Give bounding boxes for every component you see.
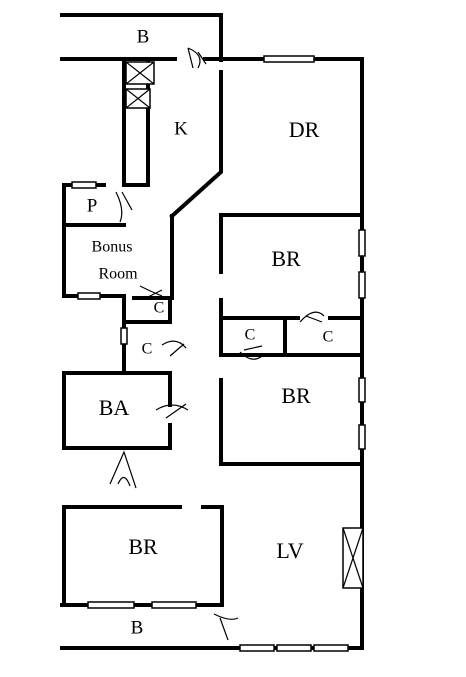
window-bedroom1-b (358, 271, 366, 299)
door-swing-icon (213, 613, 239, 641)
label-bedroom-1: BR (271, 246, 301, 271)
window-living-b (276, 644, 312, 652)
label-balcony-top: B (137, 26, 150, 47)
window-bonus (77, 292, 101, 300)
walls (60, 13, 364, 650)
door-swing-icon (139, 285, 163, 299)
windows (71, 55, 366, 652)
crossed-box-fireplace (342, 527, 364, 589)
label-balcony-bottom: B (131, 617, 144, 638)
door-swing-icon (155, 403, 189, 419)
label-bathroom: BA (99, 395, 130, 420)
door-swing-icon (161, 340, 187, 357)
crossed-box-lower (125, 88, 151, 109)
label-bonus-room-line2: Room (98, 266, 138, 283)
crossed-box-upper (125, 61, 155, 85)
window-bedroom2-a (358, 377, 366, 403)
door-swing-icon (239, 345, 263, 360)
label-closet-a: C (154, 300, 165, 317)
room-labels: B K DR P Bonus Room C C BR C C BA BR BR … (87, 26, 334, 638)
window-bedroom1-a (358, 229, 366, 257)
window-bedroom2-b (358, 424, 366, 450)
door-swing-icon (299, 311, 325, 323)
label-closet-c: C (245, 327, 256, 344)
window-dining-top (263, 55, 315, 63)
window-pantry (71, 181, 97, 189)
window-bedroom3-b (151, 601, 197, 609)
door-swing-icon (115, 191, 133, 223)
window-closet-left (120, 327, 128, 345)
label-living-room: LV (276, 538, 303, 563)
label-dining-room: DR (289, 117, 320, 142)
door-swing-icon (187, 47, 207, 69)
door-swing-icon (109, 450, 137, 489)
crossed-boxes (125, 61, 364, 589)
label-closet-b: C (142, 341, 153, 358)
label-pantry: P (87, 195, 98, 216)
window-living-c (313, 644, 349, 652)
window-bedroom3-a (87, 601, 135, 609)
label-bedroom-2: BR (281, 383, 311, 408)
label-closet-d: C (323, 329, 334, 346)
label-bedroom-3: BR (128, 534, 158, 559)
label-bonus-room-line1: Bonus (92, 239, 133, 256)
window-living-a (239, 644, 275, 652)
door-swings (109, 47, 325, 641)
label-kitchen: K (174, 118, 188, 139)
